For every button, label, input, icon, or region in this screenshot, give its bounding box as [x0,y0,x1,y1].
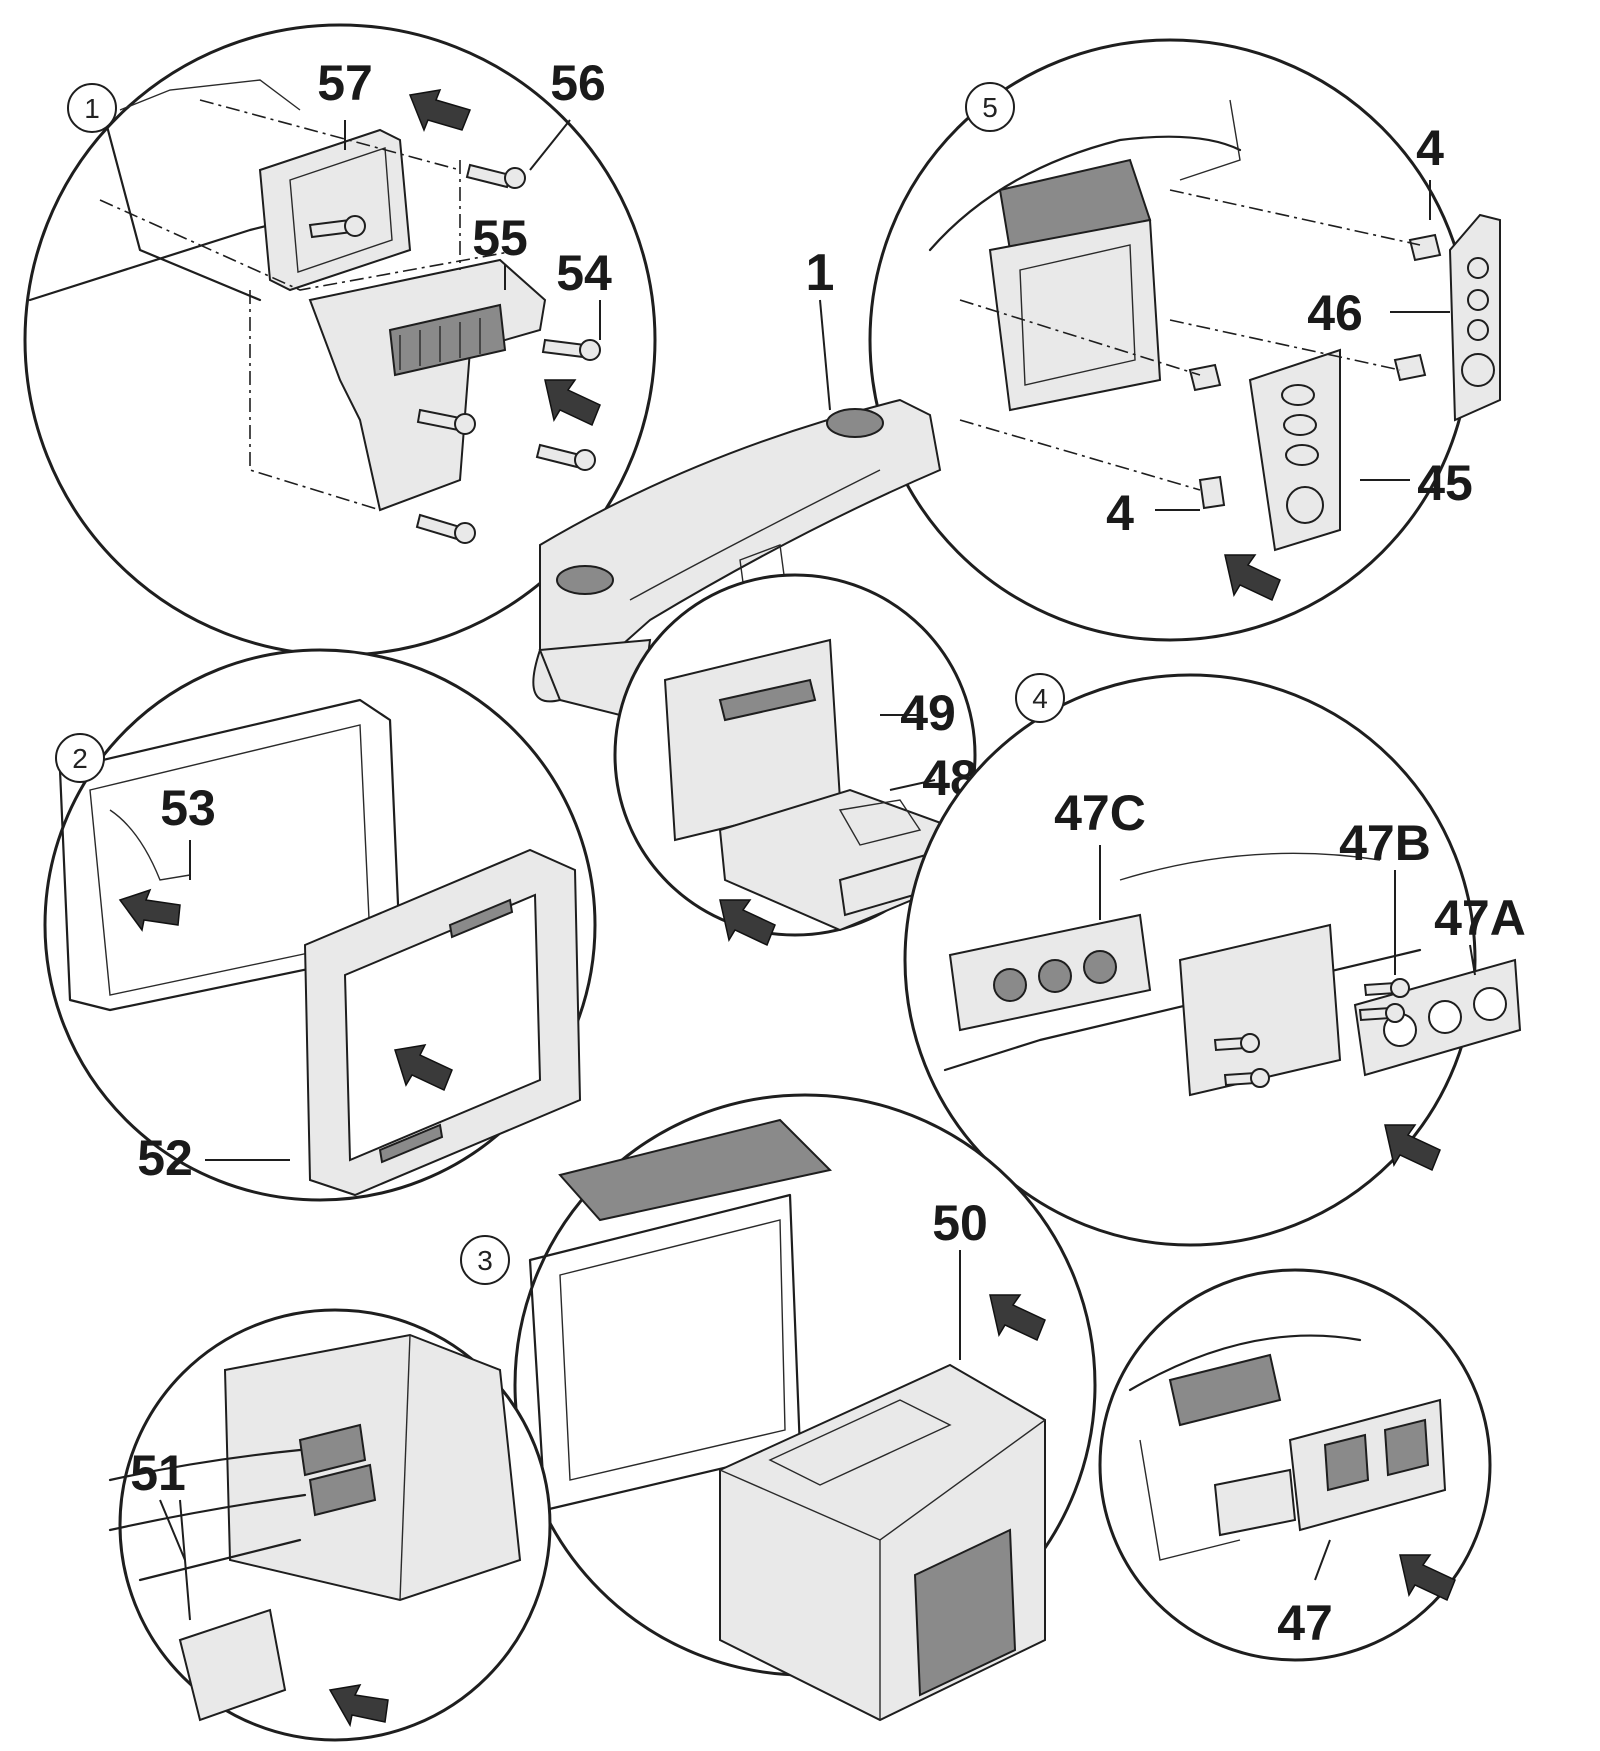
detail-5-bubble: 5 4 46 45 4 [868,38,1501,642]
detail-number-1: 1 [67,83,117,133]
label-49: 49 [900,685,956,741]
label-57: 57 [317,55,373,111]
screw-icon [535,443,596,471]
svg-text:3: 3 [477,1245,493,1276]
detail-2-bubble: 2 53 52 [43,648,597,1202]
svg-text:1: 1 [84,93,100,124]
direction-arrow-icon [118,888,181,932]
screw-icon [416,408,476,435]
label-45: 45 [1417,455,1473,511]
label-4-top: 4 [1416,120,1444,176]
label-46: 46 [1307,285,1363,341]
direction-arrow-icon [328,1684,389,1728]
label-47: 47 [1277,1595,1333,1651]
detail-number-2: 2 [55,733,105,783]
detail-radio-small-bubble: 49 48 [613,573,978,947]
label-52: 52 [137,1130,193,1186]
detail-47-bubble: 47 [1098,1268,1492,1662]
direction-arrow-icon [544,379,601,427]
direction-arrow-icon [1224,554,1281,602]
svg-text:2: 2 [72,743,88,774]
bracket-57-shape [258,128,412,292]
direction-arrow-icon [989,1294,1046,1342]
label-1: 1 [806,244,835,302]
switch-panel-46-shape [1448,213,1501,422]
label-47C: 47C [1054,785,1146,841]
label-51: 51 [130,1445,186,1501]
screw-icon [1358,1003,1405,1023]
label-56: 56 [550,55,606,111]
direction-arrow-icon [1384,1124,1441,1172]
label-54: 54 [556,245,612,301]
direction-arrow-icon [1399,1554,1456,1602]
screw-icon [415,513,476,544]
detail-number-4: 4 [1015,673,1065,723]
label-47A: 47A [1434,890,1526,946]
screw-icon [1223,1068,1270,1088]
dashboard-shape: 1 [532,244,942,722]
label-53: 53 [160,780,216,836]
label-4-bottom: 4 [1106,485,1134,541]
direction-arrow-icon [408,89,472,133]
screw-icon [308,215,366,239]
label-47B: 47B [1339,815,1431,871]
label-50: 50 [932,1195,988,1251]
svg-text:5: 5 [982,92,998,123]
svg-text:4: 4 [1032,683,1048,714]
detail-3-bubble: 3 50 [460,1093,1097,1722]
detail-connectors-bubble: 51 [108,1308,552,1742]
detail-4-bubble: 4 47C 47B 47A [903,673,1526,1247]
detail-1-bubble: 1 57 56 55 54 [23,23,657,657]
detail-number-3: 3 [460,1235,510,1285]
screw-icon [1363,978,1410,998]
label-55: 55 [472,210,528,266]
screw-icon [541,338,601,361]
screw-icon [1213,1033,1260,1053]
detail-number-5: 5 [965,82,1015,132]
screw-icon [465,163,526,189]
direction-arrow-icon [394,1044,453,1092]
direction-arrow-icon [719,899,776,947]
